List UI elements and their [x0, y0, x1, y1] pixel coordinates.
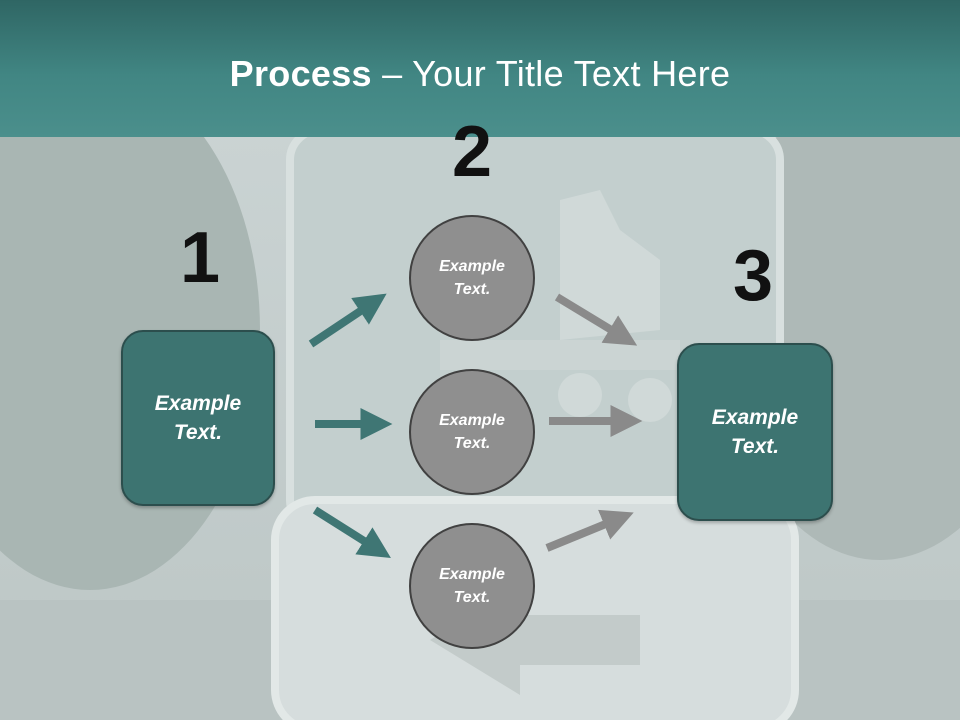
title-rest: – Your Title Text Here	[371, 53, 731, 94]
step-3-text: Example Text.	[711, 406, 799, 458]
slide-title: Process – Your Title Text Here	[0, 52, 960, 96]
step-number-2: 2	[451, 112, 493, 192]
step-1-text: Example Text.	[154, 392, 242, 444]
step-2-circle-bottom: Example Text.	[409, 523, 535, 649]
step-2-bottom-text: Example Text.	[439, 566, 505, 606]
step-number-3: 3	[732, 236, 774, 316]
step-2-middle-text: Example Text.	[439, 412, 505, 452]
title-strong: Process	[229, 53, 372, 94]
step-number-1: 1	[179, 218, 221, 298]
header-band	[0, 0, 960, 137]
step-2-circle-top: Example Text.	[409, 215, 535, 341]
step-2-circle-middle: Example Text.	[409, 369, 535, 495]
step-1-box: Example Text.	[121, 330, 275, 506]
step-3-box: Example Text.	[677, 343, 833, 521]
step-2-top-text: Example Text.	[439, 258, 505, 298]
